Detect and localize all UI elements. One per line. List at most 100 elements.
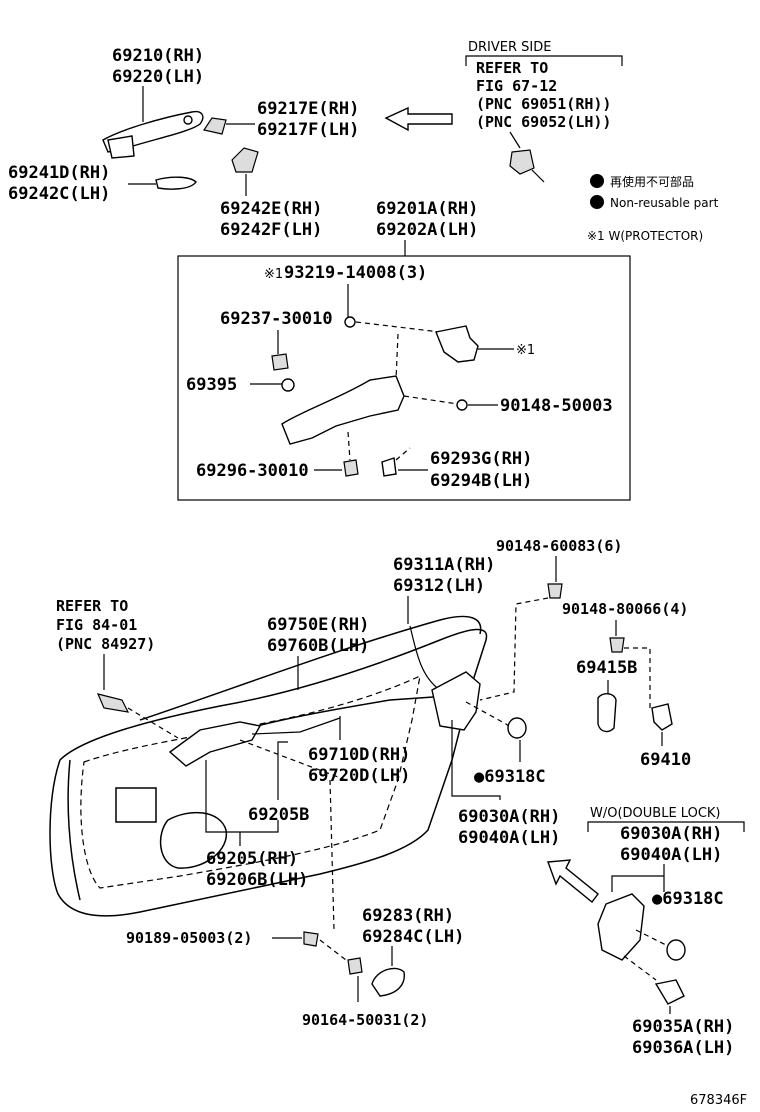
cable-69710 bbox=[251, 717, 341, 735]
label-69030a-rh-upper: 69030A(RH) bbox=[458, 807, 560, 827]
label-69201a-rh: 69201A(RH) bbox=[376, 199, 478, 219]
label-69220-lh: 69220(LH) bbox=[112, 67, 204, 87]
label-69410: 69410 bbox=[640, 750, 691, 770]
label-90164-50031: 90164-50031(2) bbox=[302, 1011, 428, 1029]
dash-69296 bbox=[347, 431, 351, 461]
dash-90148-60083 bbox=[479, 597, 549, 701]
leader-69030-upper bbox=[451, 720, 501, 800]
clip-90148-50003-part bbox=[456, 399, 468, 411]
bolt-90148-80066-part bbox=[609, 637, 625, 653]
label-69318c-lower: ●69318C bbox=[652, 889, 724, 909]
label-69283-rh: 69283(RH) bbox=[362, 906, 454, 926]
dash-connector-handle bbox=[127, 707, 179, 739]
leader-69030-lower bbox=[611, 864, 665, 892]
dash-69318-upper bbox=[465, 701, 515, 731]
label-69415b: 69415B bbox=[576, 658, 637, 678]
dash-69035 bbox=[623, 955, 657, 981]
dash-69318-lower bbox=[635, 929, 669, 947]
label-69720d-lh: 69720D(LH) bbox=[308, 766, 410, 786]
label-69293g-rh: 69293G(RH) bbox=[430, 449, 532, 469]
arrow-left-icon bbox=[384, 106, 453, 132]
label-69217f-lh: 69217F(LH) bbox=[257, 120, 359, 140]
driver-side-header: DRIVER SIDE bbox=[468, 40, 551, 55]
label-90148-80066: 90148-80066(4) bbox=[562, 600, 688, 618]
door-left-edge bbox=[67, 759, 81, 901]
label-69237: 69237-30010 bbox=[220, 309, 333, 329]
pad-69241-part bbox=[155, 176, 197, 190]
inside-handle-part bbox=[168, 721, 262, 767]
label-69750e-rh: 69750E(RH) bbox=[267, 615, 369, 635]
label-69284c-lh: 69284C(LH) bbox=[362, 927, 464, 947]
mark-93219: ※1 bbox=[264, 267, 283, 282]
legend-en: Non-reusable part bbox=[610, 196, 719, 210]
leader-driver-cylinder bbox=[509, 131, 521, 149]
non-reusable-dot-icon bbox=[590, 174, 604, 188]
ring-69318-lower-part bbox=[666, 939, 686, 961]
dash-90148-80066 bbox=[624, 647, 651, 708]
non-reusable-dot-icon-2 bbox=[590, 195, 604, 209]
label-69241d-rh: 69241D(RH) bbox=[8, 163, 110, 183]
clip-90189-part bbox=[303, 931, 319, 947]
legend-protector: ※1 W(PROTECTOR) bbox=[587, 229, 703, 243]
driver-ref-line2: FIG 67-12 bbox=[476, 77, 557, 95]
driver-side-bracket bbox=[465, 55, 623, 66]
leader-69205b bbox=[277, 741, 288, 800]
figure-code: 678346F bbox=[690, 1093, 747, 1108]
handle-frame-box bbox=[177, 255, 631, 501]
label-69710d-rh: 69710D(RH) bbox=[308, 745, 410, 765]
cap-69242-part bbox=[231, 147, 259, 173]
label-69206b-lh: 69206B(LH) bbox=[206, 870, 308, 890]
bolt-90148-60083-part bbox=[547, 583, 563, 599]
label-69202a-lh: 69202A(LH) bbox=[376, 220, 478, 240]
label-69318c-upper: ●69318C bbox=[474, 767, 546, 787]
door-panel-outline bbox=[49, 628, 488, 917]
driver-ref-line3: (PNC 69051(RH)) bbox=[476, 95, 611, 113]
arrow-up-left-icon bbox=[547, 859, 599, 904]
label-69205b: 69205B bbox=[248, 805, 309, 825]
label-69242c-lh: 69242C(LH) bbox=[8, 184, 110, 204]
connector-84927-part bbox=[96, 693, 130, 713]
door-window-sash bbox=[139, 615, 482, 721]
door-inner-dashed bbox=[80, 674, 421, 889]
label-69210-rh: 69210(RH) bbox=[112, 46, 204, 66]
label-69294b-lh: 69294B(LH) bbox=[430, 471, 532, 491]
protector-part bbox=[435, 325, 479, 363]
dash-69293 bbox=[395, 447, 411, 461]
label-69312-lh: 69312(LH) bbox=[393, 576, 485, 596]
cap-69217-part bbox=[203, 117, 227, 135]
cover-69415b-part bbox=[597, 693, 617, 733]
dash-lower-vertical bbox=[329, 779, 335, 931]
dash-90148-50003 bbox=[403, 395, 459, 405]
label-69242e-rh: 69242E(RH) bbox=[220, 199, 322, 219]
key-cylinder-part bbox=[509, 149, 535, 175]
label-69040a-lh-upper: 69040A(LH) bbox=[458, 828, 560, 848]
dash-90164 bbox=[319, 939, 347, 961]
cover-69035-part bbox=[654, 979, 685, 1005]
fig84-ref-line1: REFER TO bbox=[56, 597, 128, 615]
legend-jp: 再使用不可部品 bbox=[610, 174, 694, 189]
label-69760b-lh: 69760B(LH) bbox=[267, 636, 369, 656]
label-69395: 69395 bbox=[186, 375, 237, 395]
wo-bracket bbox=[587, 821, 745, 832]
driver-ref-line4: (PNC 69052(LH)) bbox=[476, 113, 611, 131]
screw-93219-part bbox=[344, 316, 356, 328]
label-69296: 69296-30010 bbox=[196, 461, 309, 481]
label-69205-rh: 69205(RH) bbox=[206, 849, 298, 869]
label-69242f-lh: 69242F(LH) bbox=[220, 220, 322, 240]
dash-frame-vert bbox=[395, 333, 399, 381]
striker-69410-part bbox=[651, 703, 673, 731]
door-lock-upper-part bbox=[431, 671, 481, 731]
cylinder-rod bbox=[531, 169, 545, 183]
handle-pivot-icon bbox=[183, 115, 193, 125]
screw-90164-part bbox=[347, 957, 363, 975]
label-90148-50003: 90148-50003 bbox=[500, 396, 613, 416]
label-69036a-lh: 69036A(LH) bbox=[632, 1038, 734, 1058]
cover-69283-part bbox=[371, 967, 405, 997]
mark-protector: ※1 bbox=[516, 343, 535, 358]
cap-69237-part bbox=[271, 353, 289, 371]
outside-handle-bracket bbox=[107, 135, 135, 159]
cap-69293-part bbox=[381, 457, 397, 477]
wo-double-lock-header: W/O(DOUBLE LOCK) bbox=[590, 806, 721, 821]
bolt-69296-part bbox=[343, 459, 359, 477]
